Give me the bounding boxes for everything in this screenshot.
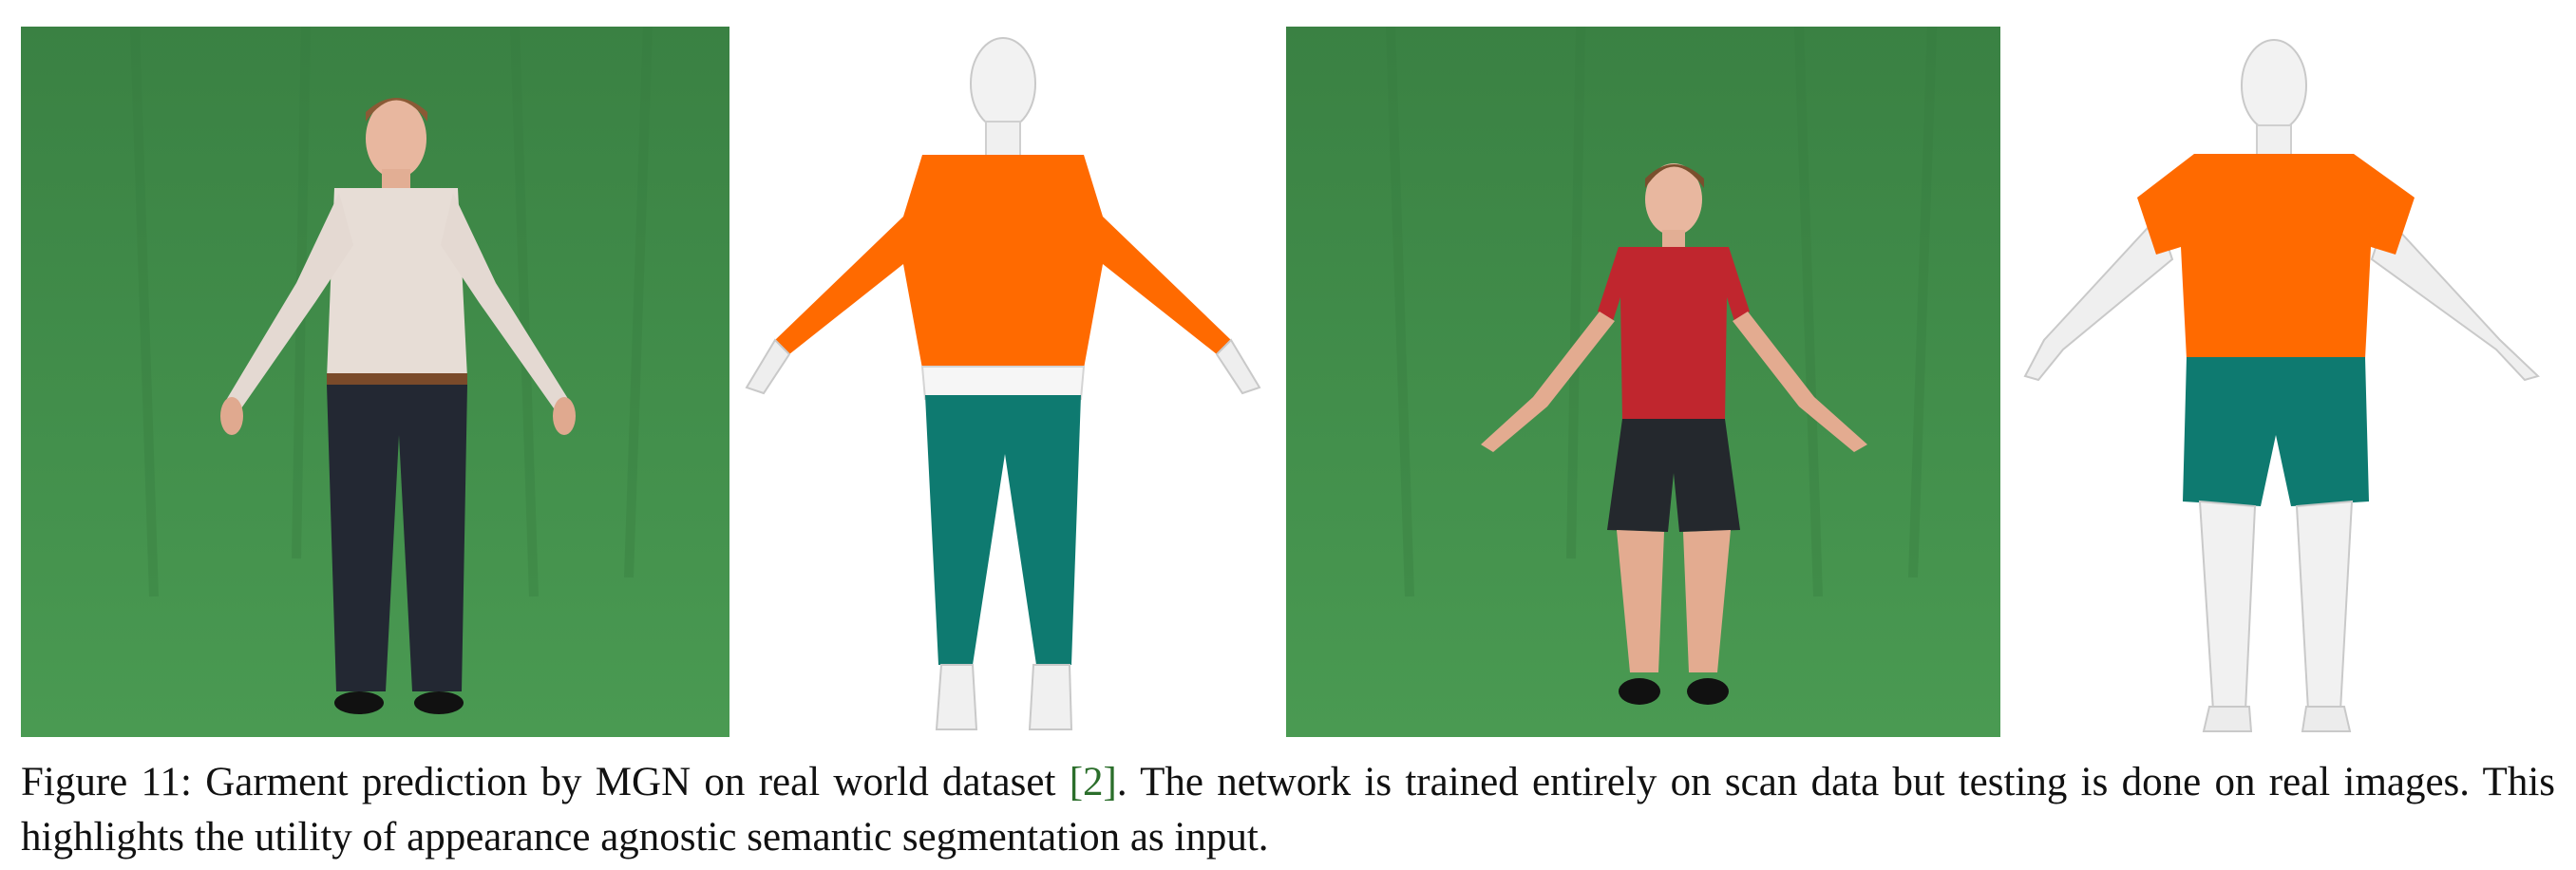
photo-man-panel [21,27,729,737]
photo-woman-panel [1286,27,2000,737]
prediction-man-render [737,27,1269,737]
prediction-woman-panel [2006,27,2555,737]
citation-link[interactable]: [2] [1069,760,1117,804]
caption-text-before: Garment prediction by MGN on real world … [205,760,1070,804]
prediction-man-panel [737,27,1269,737]
prediction-woman-render [2006,27,2555,737]
figure-caption: Figure 11: Garment prediction by MGN on … [21,755,2555,865]
photo-man-image [21,27,729,737]
caption-label: Figure 11: [21,760,192,804]
photo-woman-image [1286,27,2000,737]
caption-text-after: . The network is trained entirely on sca… [21,760,2555,860]
